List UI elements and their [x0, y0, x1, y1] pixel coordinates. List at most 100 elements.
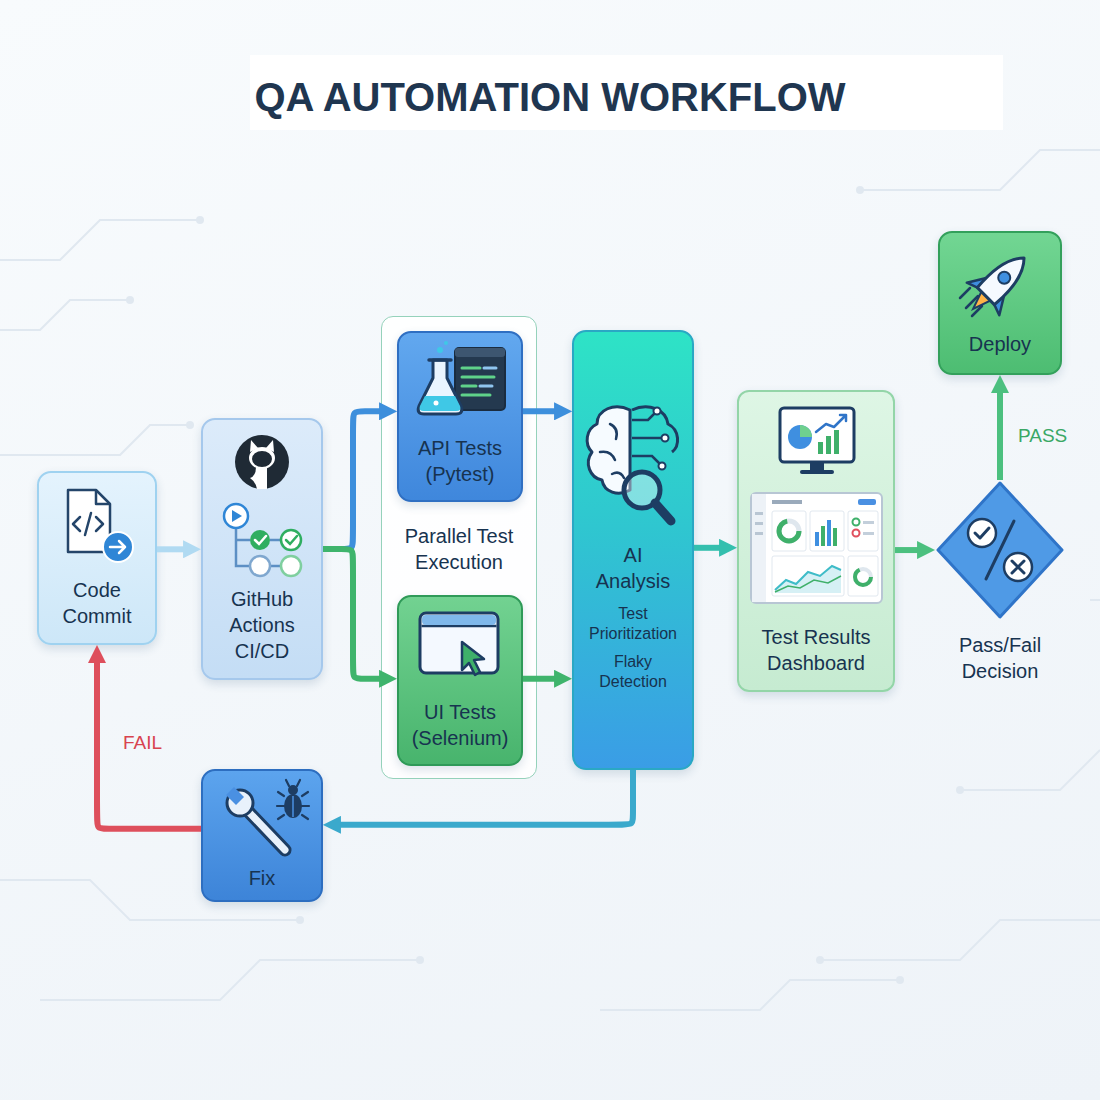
flask-icon — [437, 347, 443, 353]
dashboard-screenshot — [863, 521, 874, 524]
browser-icon — [420, 613, 498, 675]
process-box: Code Commit — [37, 471, 157, 645]
circuit-trace — [820, 920, 1100, 960]
dashboard-screenshot — [751, 493, 882, 603]
process-box: GitHub Actions CI/CD — [201, 418, 323, 680]
dashboard-screenshot — [772, 511, 806, 551]
brain-icon — [659, 463, 666, 470]
circuit-trace — [0, 220, 200, 260]
pipeline-icon — [250, 556, 270, 576]
circuit-trace — [0, 150, 1100, 1010]
monitor-icon — [780, 408, 854, 462]
dashboard-screenshot — [810, 511, 844, 551]
node-label: Fix — [207, 865, 317, 891]
browser-icon — [420, 613, 498, 673]
flow-arrow — [523, 676, 560, 682]
dashboard-screenshot — [827, 520, 831, 546]
rocket-icon — [967, 270, 1012, 315]
edge-label: PASS — [1018, 425, 1067, 447]
pipeline-icon — [250, 530, 270, 550]
dashboard-screenshot — [821, 526, 825, 546]
brain-icon — [587, 407, 630, 493]
dashboard-screenshot — [855, 569, 871, 585]
monitor-icon — [818, 442, 823, 454]
monitor-icon — [826, 436, 831, 454]
wrench-icon — [245, 808, 285, 850]
process-box: AI AnalysisTest PrioritizationFlaky Dete… — [572, 330, 694, 770]
circuit-dot — [196, 216, 204, 224]
flask-icon — [434, 401, 439, 406]
diamond-outline — [935, 480, 1065, 620]
wrench-icon — [245, 808, 285, 850]
process-box: Test Results Dashboard — [737, 390, 895, 692]
pass-fail-symbol — [986, 521, 1014, 579]
dashboard-screenshot — [752, 494, 766, 602]
node-label: GitHub Actions CI/CD — [219, 586, 305, 664]
flow-arrow — [335, 770, 633, 825]
terminal-icon — [455, 348, 505, 410]
text-block: Pass/Fail Decision — [935, 632, 1065, 684]
circuit-dot — [296, 916, 304, 924]
pipeline-icon — [255, 536, 266, 544]
dashboard-screenshot — [863, 532, 874, 535]
flow-arrow — [323, 411, 385, 549]
brain-icon — [587, 407, 677, 493]
dashboard-screenshot — [755, 522, 763, 525]
monitor-icon — [800, 425, 812, 437]
github-logo — [252, 451, 272, 467]
flask-icon — [418, 360, 462, 414]
monitor-icon — [800, 470, 834, 474]
circuit-trace — [1090, 599, 1100, 601]
node-label: AI Analysis — [591, 542, 675, 594]
pass-fail-symbol — [1004, 553, 1032, 581]
monitor-icon — [834, 430, 839, 454]
dashboard-screenshot — [855, 569, 871, 585]
group-box: Parallel Test Execution API Tests (Pytest… — [381, 316, 537, 779]
browser-icon — [422, 615, 496, 625]
process-box: UI Tests (Selenium) — [397, 595, 523, 766]
process-box: API Tests (Pytest) — [397, 331, 523, 502]
dashboard-screenshot — [755, 512, 763, 515]
github-logo — [250, 467, 267, 489]
flow-arrow — [157, 546, 189, 552]
flow-arrow — [323, 549, 385, 679]
text-block: Fix — [203, 865, 321, 891]
text-block: GitHub Actions CI/CD — [203, 586, 321, 664]
circuit-trace — [0, 425, 190, 455]
flow-arrow — [523, 408, 560, 414]
monitor-icon — [810, 462, 824, 470]
circuit-dot — [856, 186, 864, 194]
code-file-icon — [110, 541, 125, 553]
node-label: UI Tests (Selenium) — [407, 699, 513, 751]
bug-icon — [292, 796, 294, 817]
text-block: Parallel Test Execution — [382, 523, 536, 575]
github-logo — [249, 447, 275, 469]
flask-icon — [418, 341, 462, 414]
pass-fail-symbol — [975, 528, 989, 538]
dashboard-screenshot — [775, 576, 841, 592]
circuit-dot — [126, 186, 964, 984]
pipeline-icon — [224, 504, 301, 576]
circuit-trace — [860, 150, 1100, 190]
code-file-icon — [96, 490, 110, 504]
pipeline-icon — [286, 536, 297, 544]
flow-arrow — [895, 547, 923, 553]
rocket-icon — [957, 242, 1040, 325]
text-block: Deploy — [940, 331, 1060, 357]
dashboard-screenshot — [848, 556, 878, 596]
code-file-icon — [73, 513, 103, 535]
text-block: AI AnalysisTest PrioritizationFlaky Dete… — [574, 542, 692, 692]
terminal-icon — [462, 368, 494, 395]
wrench-icon — [226, 787, 285, 850]
text-block: Test Results Dashboard — [739, 624, 893, 676]
rocket-icon — [960, 288, 982, 316]
dashboard-screenshot — [858, 499, 876, 505]
flow-arrow — [97, 657, 201, 829]
circuit-trace — [600, 980, 900, 1010]
